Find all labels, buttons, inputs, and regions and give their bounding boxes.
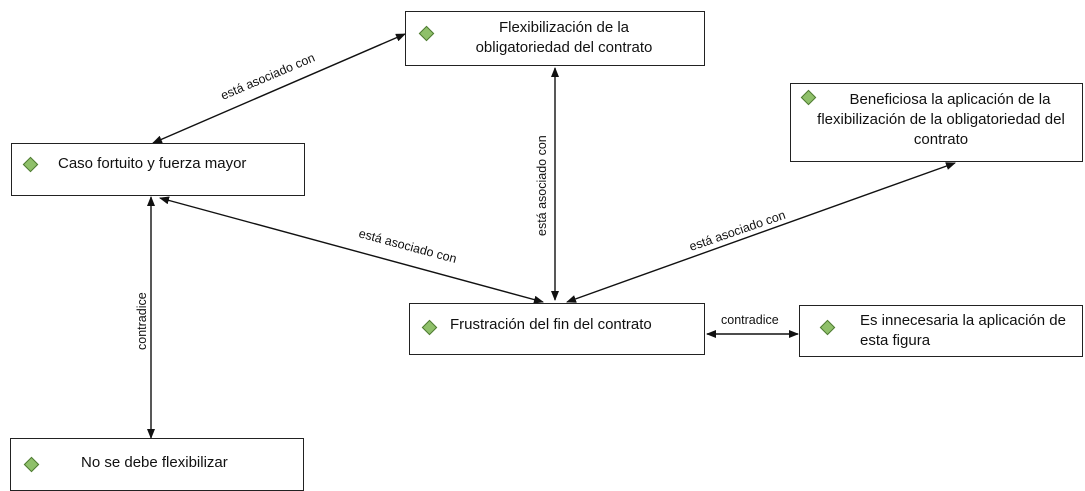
node-flexibilizacion-label: Flexibilización de la obligatoriedad del… [475, 19, 653, 56]
concept-diamond-icon [23, 456, 40, 473]
node-frustracion-label: Frustración del fin del contrato [450, 316, 652, 333]
edge-caso-frustracion [159, 196, 544, 304]
node-flexibilizacion[interactable]: Flexibilización de la obligatoriedad del… [405, 11, 705, 66]
concept-diamond-icon [819, 319, 836, 336]
node-caso-fortuito-label: Caso fortuito y fuerza mayor [58, 155, 247, 172]
edge-label-caso-frustracion: está asociado con [357, 226, 458, 266]
concept-diamond-icon [421, 319, 438, 336]
concept-diamond-icon [418, 25, 435, 42]
edge-caso-flexibilizacion [152, 33, 406, 144]
node-innecesaria[interactable]: Es innecesaria la aplicación de esta fig… [799, 305, 1083, 357]
edge-label-frustracion-innecesaria: contradice [721, 313, 779, 327]
edge-label-caso-noflexibilizar: contradice [135, 292, 149, 350]
edge-label-caso-flexibilizacion: está asociado con [219, 50, 317, 102]
node-no-flexibilizar-label: No se debe flexibilizar [81, 454, 228, 471]
node-frustracion[interactable]: Frustración del fin del contrato [409, 303, 705, 355]
edge-label-flexibilizacion-frustracion: está asociado con [535, 135, 549, 236]
node-no-flexibilizar[interactable]: No se debe flexibilizar [10, 438, 304, 491]
edge-frustracion-beneficiosa [566, 162, 956, 303]
edge-label-frustracion-beneficiosa: está asociado con [687, 208, 787, 254]
node-beneficiosa[interactable]: Beneficiosa la aplicación de la flexibil… [790, 83, 1083, 162]
node-innecesaria-label: Es innecesaria la aplicación de esta fig… [860, 312, 1066, 349]
node-beneficiosa-label: Beneficiosa la aplicación de la flexibil… [817, 91, 1065, 148]
node-caso-fortuito[interactable]: Caso fortuito y fuerza mayor [11, 143, 305, 196]
concept-diamond-icon [22, 156, 39, 173]
